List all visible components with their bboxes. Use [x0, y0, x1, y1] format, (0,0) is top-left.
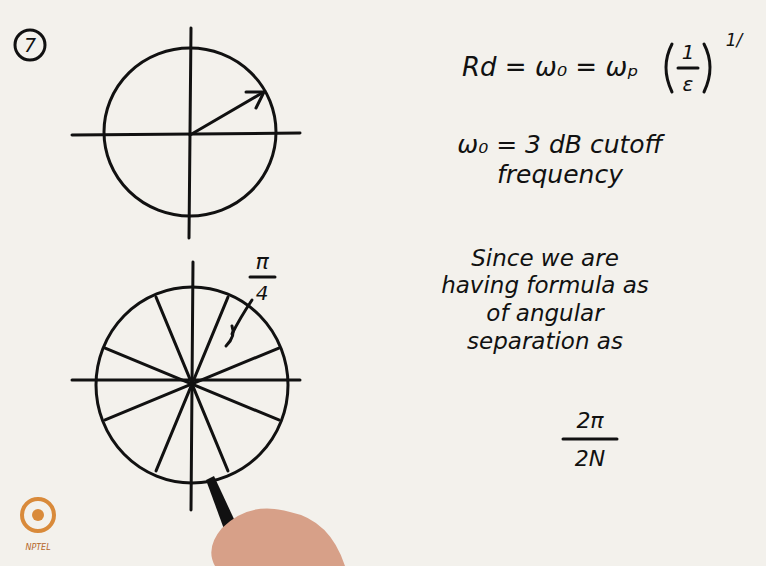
angle-arc	[226, 326, 233, 346]
fraction-bar	[678, 67, 698, 70]
formula: 1	[682, 40, 695, 64]
formula-exponent: 1/	[726, 30, 743, 50]
paren	[704, 44, 710, 92]
formula: ε	[683, 72, 694, 96]
hand	[211, 508, 345, 566]
sector-line	[105, 348, 279, 420]
angle-label: π	[255, 249, 268, 275]
watermark: NPTEL	[25, 543, 50, 553]
arrow-head	[246, 92, 264, 108]
real-axis	[72, 133, 300, 135]
angle-label: 4	[256, 281, 269, 305]
number-circle	[15, 30, 45, 60]
logo	[22, 499, 54, 531]
note: ω₀ = 3 dB cutoff frequency	[440, 130, 680, 190]
leader-line	[232, 300, 252, 334]
formula: 2π	[576, 408, 603, 434]
paren	[666, 44, 672, 92]
logo	[32, 509, 44, 521]
callout-number: 7	[24, 34, 36, 57]
sector-line	[105, 348, 279, 420]
sector-lines	[105, 297, 279, 471]
note: Since we are having formula as of angula…	[440, 245, 650, 355]
fraction-bar	[563, 438, 617, 441]
formula: 2N	[575, 446, 605, 472]
fraction-bar	[250, 276, 275, 279]
radius-arrow	[190, 93, 262, 135]
formula: Rd = ω₀ = ωₚ	[462, 52, 638, 83]
